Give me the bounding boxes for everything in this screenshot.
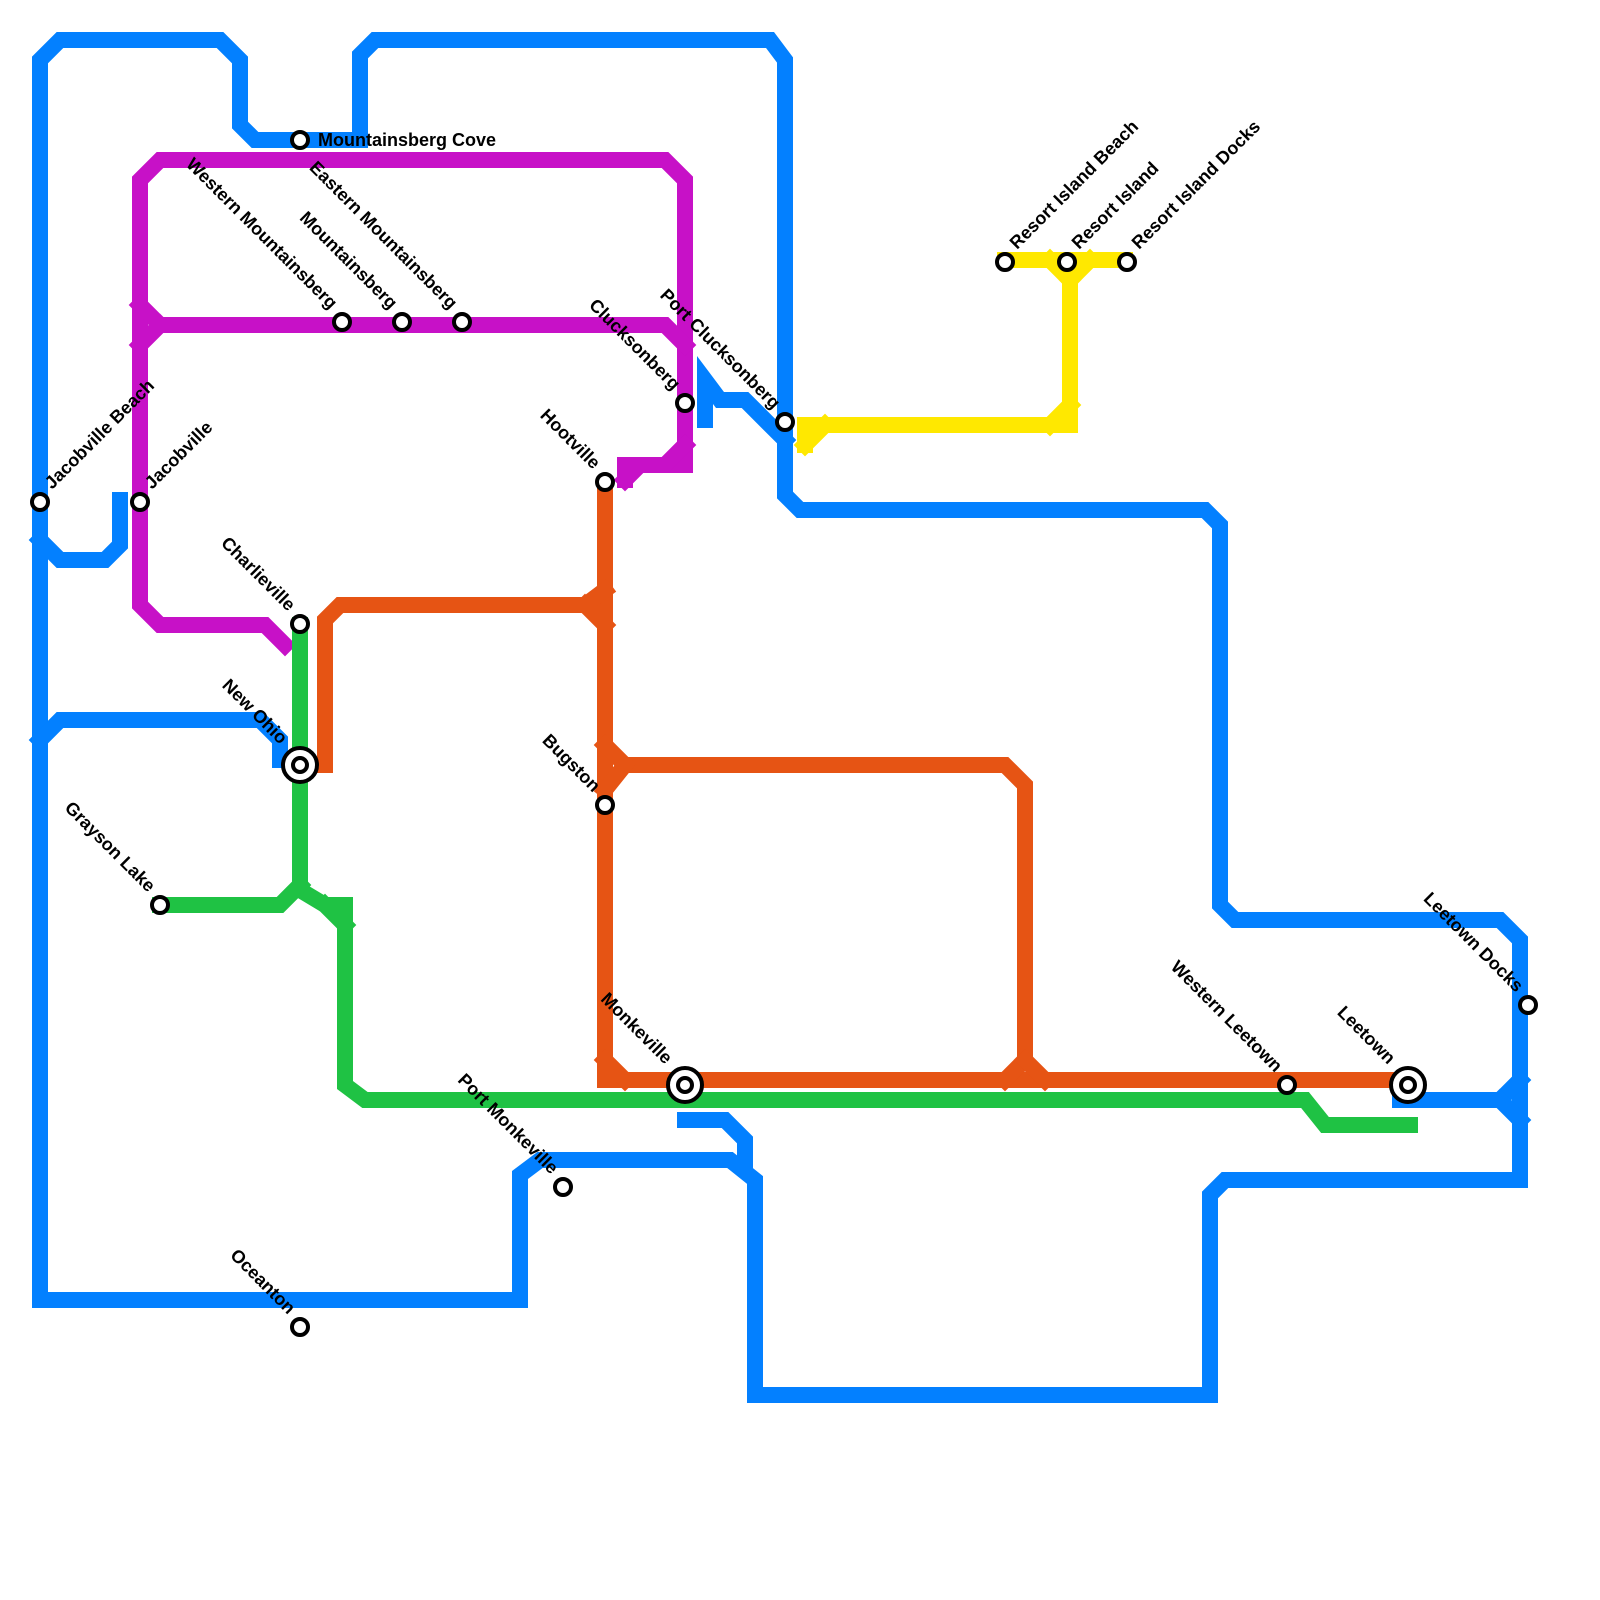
station-marker xyxy=(332,312,352,332)
orange-line xyxy=(317,477,1408,1092)
station-marker xyxy=(392,312,412,332)
station-label: Leetown xyxy=(1334,1002,1400,1068)
blue-line-jacobville-spur xyxy=(28,492,128,568)
yellow-line-corner xyxy=(1038,393,1082,437)
blue-line-clucksonberg-spur xyxy=(697,356,797,452)
blue-line-leetown-docks-connector xyxy=(1488,1088,1532,1132)
station-marker xyxy=(452,312,472,332)
station-label: Jacobville xyxy=(141,417,217,493)
green-line-grayson-lake-spur xyxy=(152,873,312,913)
green-line xyxy=(152,617,1418,1133)
yellow-line-resort-corner-2 xyxy=(1058,248,1102,292)
orange-line-loop-join-2 xyxy=(1013,1048,1057,1092)
station-marker xyxy=(675,393,695,413)
station-marker xyxy=(290,1317,310,1337)
green-line-corner xyxy=(313,893,357,937)
station-label: Hootville xyxy=(536,405,604,473)
station-label: Port Monkeville xyxy=(454,1070,562,1178)
station-grayson-lake[interactable]: Grayson Lake xyxy=(61,797,170,915)
purple-line-inner-join xyxy=(128,313,172,357)
station-mountainsberg-cove[interactable]: Mountainsberg Cove xyxy=(290,130,496,150)
station-hootville[interactable]: Hootville xyxy=(536,405,615,492)
station-oceanton[interactable]: Oceanton xyxy=(226,1245,310,1337)
station-label: Bugston xyxy=(539,730,605,796)
yellow-line-start-corner xyxy=(793,413,837,457)
orange-line-charlieville-join xyxy=(573,593,617,637)
station-marker xyxy=(1057,252,1077,272)
station-marker xyxy=(595,472,615,492)
station-mountainsberg[interactable]: Mountainsberg xyxy=(296,207,412,332)
orange-line-loop xyxy=(593,733,1033,1092)
station-marker xyxy=(150,895,170,915)
yellow-line-main xyxy=(797,272,1078,453)
interchange-marker-inner xyxy=(676,1076,694,1094)
orange-line-monkeville-corner xyxy=(593,1048,637,1092)
purple-line xyxy=(128,152,697,657)
blue-line xyxy=(28,32,1532,1403)
blue-line-new-ohio-spur xyxy=(28,712,288,768)
station-marker xyxy=(995,252,1015,272)
orange-line-main xyxy=(597,477,1408,1088)
yellow-line xyxy=(793,248,1133,457)
green-line-main xyxy=(292,617,1418,1133)
station-marker xyxy=(290,614,310,634)
station-marker xyxy=(1277,1075,1297,1095)
blue-line-monkeville-spur xyxy=(677,1112,753,1168)
station-marker xyxy=(595,795,615,815)
interchange-marker-inner xyxy=(1399,1076,1417,1094)
purple-line-inner xyxy=(128,293,697,357)
station-marker xyxy=(1117,252,1137,272)
station-label: New Ohio xyxy=(218,675,291,748)
station-label: Mountainsberg Cove xyxy=(318,130,496,150)
blue-line-main-loop xyxy=(32,32,1528,1403)
station-label: Grayson Lake xyxy=(61,797,159,895)
station-label: Western Leetown xyxy=(1167,957,1286,1076)
orange-line-charlieville-branch xyxy=(317,578,617,773)
station-marker xyxy=(30,492,50,512)
station-marker xyxy=(775,412,795,432)
station-marker xyxy=(553,1177,573,1197)
station-marker xyxy=(130,492,150,512)
orange-line-loop-join xyxy=(593,753,637,802)
purple-line-hootville-stub xyxy=(617,433,697,488)
station-marker xyxy=(1518,995,1538,1015)
interchange-marker-inner xyxy=(291,756,309,774)
station-label: Charlieville xyxy=(217,533,299,615)
station-marker xyxy=(290,130,310,150)
